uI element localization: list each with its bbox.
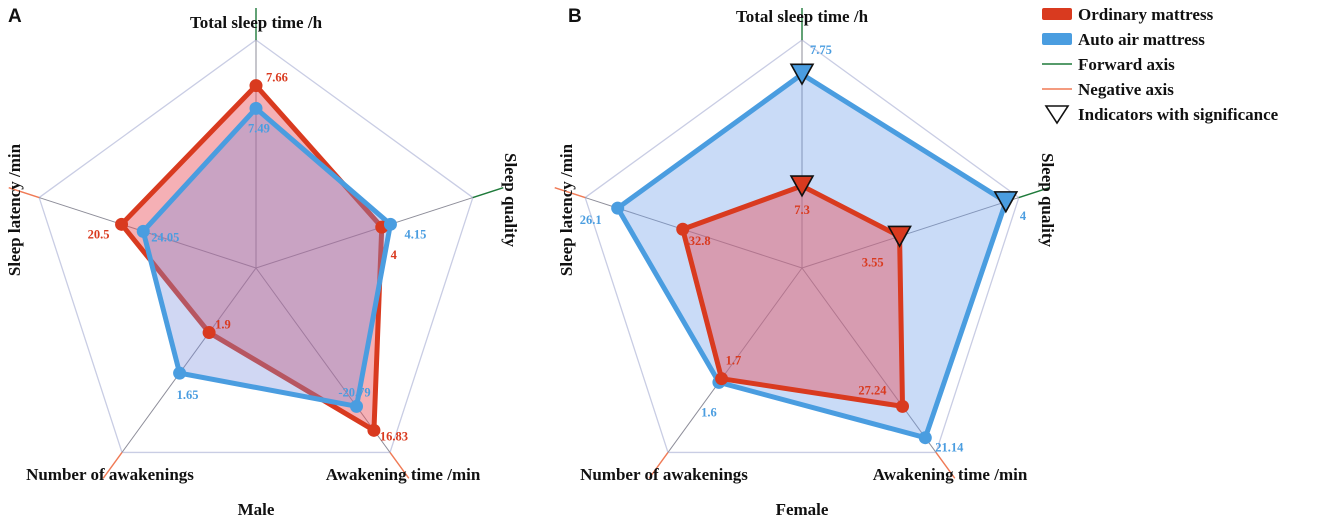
- axis-title: Awakening time /min: [873, 465, 1028, 484]
- value-label: 26.1: [580, 213, 602, 227]
- significance-triangle: [789, 63, 815, 86]
- legend-label: Auto air mattress: [1078, 30, 1205, 49]
- value-label: 21.14: [935, 441, 964, 455]
- value-label: 4.15: [404, 227, 426, 241]
- significance-triangle: [993, 191, 1019, 214]
- data-point: [173, 366, 187, 380]
- panel-letter: A: [8, 6, 22, 27]
- axis-spoke: [255, 197, 473, 269]
- grid-pentagon: [584, 39, 1020, 454]
- value-label: 1.7: [726, 354, 742, 368]
- value-label: 4: [391, 248, 398, 262]
- axis-title: Number of awakenings: [580, 465, 748, 484]
- auto-mattress-polygon: [140, 105, 393, 409]
- data-point: [202, 326, 216, 340]
- axis-spoke: [667, 267, 803, 453]
- significance-triangle: [887, 225, 912, 248]
- data-point: [249, 79, 263, 93]
- data-point: [896, 399, 910, 413]
- axis-title: Sleep latency /min: [557, 143, 576, 276]
- value-label: 24.05: [151, 230, 179, 244]
- axis-spoke: [255, 267, 391, 453]
- data-point: [715, 372, 729, 386]
- data-point: [115, 217, 129, 231]
- negative-axis-line: [554, 186, 586, 199]
- negative-axis-line: [648, 452, 669, 479]
- grid-pentagon: [38, 39, 474, 454]
- value-label: 7.66: [266, 71, 288, 85]
- value-label: 4: [1020, 209, 1027, 223]
- ordinary-mattress-polygon: [119, 83, 385, 433]
- axis-spoke: [121, 267, 257, 453]
- negative-axis-line: [102, 452, 123, 479]
- legend-triangle-icon: [1044, 105, 1070, 125]
- data-point: [367, 423, 381, 437]
- legend-label: Ordinary mattress: [1078, 5, 1214, 24]
- value-label: 1.9: [215, 318, 231, 332]
- data-point: [611, 201, 625, 215]
- axis-spoke: [801, 267, 937, 453]
- data-point: [918, 431, 932, 445]
- legend-swatch: [1042, 8, 1072, 20]
- axis-title: Total sleep time /h: [736, 7, 869, 26]
- value-label: 32.8: [689, 234, 711, 248]
- negative-axis-line: [8, 186, 40, 199]
- value-label: 27.24: [858, 383, 887, 397]
- negative-axis-line: [389, 452, 410, 479]
- data-point: [676, 222, 690, 236]
- axis-title: Awakening time /min: [326, 465, 481, 484]
- axis-title: Sleep quality: [501, 153, 520, 247]
- data-point: [383, 217, 397, 231]
- panel-letter: B: [568, 6, 582, 27]
- legend-label: Forward axis: [1078, 55, 1175, 74]
- axis-spoke: [801, 197, 1019, 269]
- axis-title: Sleep quality: [1038, 153, 1057, 247]
- axis-title: Sleep latency /min: [5, 143, 24, 276]
- legend-label: Indicators with significance: [1078, 105, 1279, 124]
- panel-caption: Female: [776, 500, 829, 519]
- value-label: 1.6: [701, 405, 717, 419]
- value-label: 7.3: [794, 203, 810, 217]
- significance-triangle: [789, 175, 815, 198]
- axis-title: Number of awakenings: [26, 465, 194, 484]
- forward-axis-line: [1018, 186, 1050, 199]
- panel-caption: Male: [238, 500, 275, 519]
- radar-panel-a: 7.66 4 16.83 1.9 20.5 7.49 4.15 -20.79 1.65 24.05…: [5, 6, 520, 519]
- value-label: 7.75: [810, 43, 832, 57]
- value-label: 3.55: [862, 255, 884, 269]
- forward-axis-line: [472, 186, 504, 199]
- data-point: [350, 399, 364, 413]
- negative-axis-line: [935, 452, 956, 479]
- radar-panel-b: 7.75 4 21.14 1.6 26.1 7.3 3.55 27.24 1.7 32.8 Tota…: [554, 6, 1057, 519]
- value-label: -20.79: [338, 385, 370, 399]
- value-label: 16.83: [380, 429, 408, 443]
- ordinary-mattress-polygon: [680, 183, 906, 409]
- data-point: [249, 101, 263, 115]
- legend-swatch: [1042, 33, 1072, 45]
- value-label: 1.65: [177, 388, 199, 402]
- value-label: 20.5: [88, 227, 110, 241]
- axis-title: Total sleep time /h: [190, 13, 323, 32]
- data-point: [136, 224, 150, 238]
- legend-label: Negative axis: [1078, 80, 1174, 99]
- value-label: 7.49: [248, 121, 270, 135]
